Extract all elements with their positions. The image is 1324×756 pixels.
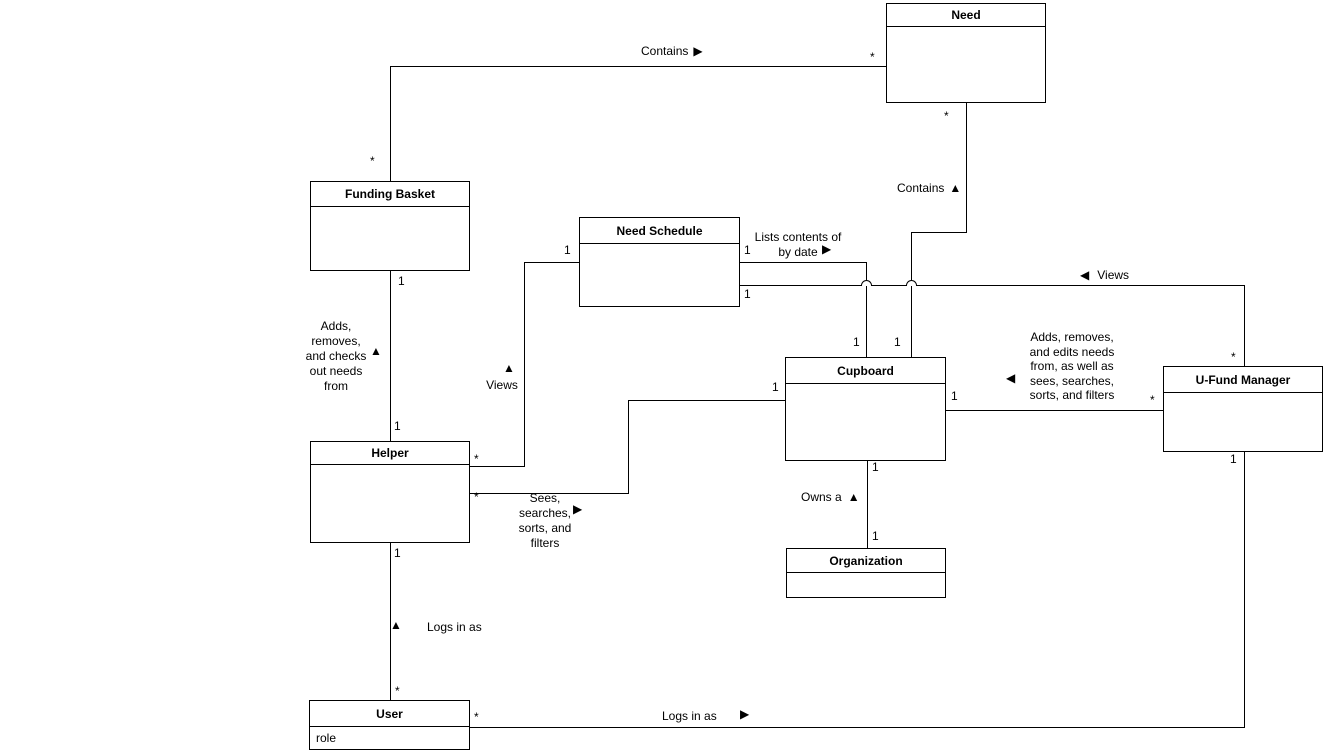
class-funding-basket-title: Funding Basket <box>311 182 469 207</box>
multiplicity: 1 <box>853 335 860 349</box>
label-adds-edits: Adds, removes, and edits needs from, as … <box>1029 330 1115 402</box>
label-owns-a: Owns a ▲ <box>801 490 860 504</box>
label-sees-searches: Sees, searches, sorts, and filters <box>518 491 572 550</box>
multiplicity: 1 <box>1230 452 1237 466</box>
class-need-title: Need <box>887 4 1045 27</box>
edge-funding-basket-need-v[interactable] <box>390 66 391 181</box>
edge-need-schedule-cupboard-v[interactable] <box>866 262 867 357</box>
arrow-up-icon: ▲ <box>503 361 515 375</box>
line-jump-arc <box>906 280 917 286</box>
class-organization[interactable]: Organization <box>786 548 946 598</box>
edge-helper-user-v[interactable] <box>390 543 391 700</box>
edge-need-cupboard-v1[interactable] <box>966 103 967 232</box>
arrow-right-icon: ▶ <box>740 707 750 721</box>
arrow-up-icon: ▲ <box>847 490 860 504</box>
label-adds-removes-checks: Adds, removes, and checks out needs from <box>305 319 367 393</box>
class-user[interactable]: User role <box>309 700 470 750</box>
label-text: Contains <box>641 44 689 58</box>
label-contains-basket-need: Contains ▶ <box>641 44 703 58</box>
label-views-helper: Views <box>486 378 518 392</box>
class-funding-basket[interactable]: Funding Basket <box>310 181 470 271</box>
edge-helper-need-schedule-v[interactable] <box>524 262 525 467</box>
multiplicity: 1 <box>872 529 879 543</box>
edge-helper-need-schedule-h1[interactable] <box>470 466 525 467</box>
arrow-left-icon: ◀ <box>1006 371 1016 385</box>
class-ufund-manager-title: U-Fund Manager <box>1164 367 1322 393</box>
label-logs-in-as-helper: Logs in as <box>427 620 482 634</box>
multiplicity: * <box>395 684 400 698</box>
class-need-schedule-title: Need Schedule <box>580 218 739 244</box>
label-views-ufund: ◀ Views <box>1080 268 1129 282</box>
multiplicity: * <box>1231 350 1236 364</box>
multiplicity: * <box>870 50 875 64</box>
label-lists-contents: Lists contents of by date <box>754 230 842 259</box>
multiplicity: * <box>370 154 375 168</box>
class-ufund-manager[interactable]: U-Fund Manager <box>1163 366 1323 452</box>
edge-helper-need-schedule-h2[interactable] <box>524 262 579 263</box>
multiplicity: 1 <box>398 274 405 288</box>
multiplicity: * <box>944 109 949 123</box>
edge-helper-cupboard-h2[interactable] <box>628 400 785 401</box>
multiplicity: 1 <box>951 389 958 403</box>
edge-helper-cupboard-h1[interactable] <box>470 493 629 494</box>
multiplicity: * <box>474 452 479 466</box>
multiplicity: 1 <box>394 546 401 560</box>
edge-ufund-need-schedule-h[interactable] <box>740 285 1245 286</box>
edge-helper-cupboard-v[interactable] <box>628 400 629 494</box>
arrow-right-icon: ▶ <box>822 242 832 256</box>
edge-funding-basket-helper-v[interactable] <box>390 271 391 441</box>
class-helper[interactable]: Helper <box>310 441 470 543</box>
class-need[interactable]: Need <box>886 3 1046 103</box>
multiplicity: 1 <box>744 287 751 301</box>
arrow-left-icon: ◀ <box>1080 268 1090 282</box>
label-logs-in-as-ufund: Logs in as <box>662 709 717 723</box>
multiplicity: 1 <box>564 243 571 257</box>
class-helper-title: Helper <box>311 442 469 465</box>
class-cupboard-title: Cupboard <box>786 358 945 384</box>
class-need-schedule[interactable]: Need Schedule <box>579 217 740 307</box>
class-user-title: User <box>310 701 469 727</box>
arrow-up-icon: ▲ <box>949 181 962 195</box>
edge-need-cupboard-v2[interactable] <box>911 232 912 357</box>
arrow-right-icon: ▶ <box>693 44 703 58</box>
edge-cupboard-ufund-h[interactable] <box>946 410 1163 411</box>
edge-need-schedule-cupboard-h[interactable] <box>740 262 867 263</box>
edge-cupboard-organization-v[interactable] <box>867 461 868 548</box>
label-text: Contains <box>897 181 945 195</box>
edge-need-cupboard-h[interactable] <box>911 232 967 233</box>
multiplicity: 1 <box>894 335 901 349</box>
multiplicity: 1 <box>394 419 401 433</box>
multiplicity: * <box>1150 393 1155 407</box>
label-contains-cupboard-need: Contains ▲ <box>897 181 961 195</box>
edge-funding-basket-need-h[interactable] <box>390 66 887 67</box>
edge-ufund-need-schedule-v[interactable] <box>1244 285 1245 366</box>
arrow-right-icon: ▶ <box>573 502 583 516</box>
edge-user-ufund-h[interactable] <box>470 727 1245 728</box>
arrow-up-icon: ▲ <box>370 344 382 358</box>
multiplicity: 1 <box>772 380 779 394</box>
multiplicity: 1 <box>872 460 879 474</box>
arrow-up-icon: ▲ <box>390 618 402 632</box>
label-text: Views <box>1097 268 1130 282</box>
label-text: Owns a <box>801 490 842 504</box>
edge-user-ufund-v[interactable] <box>1244 452 1245 728</box>
multiplicity: * <box>474 490 479 504</box>
multiplicity: * <box>474 710 479 724</box>
line-jump-arc <box>861 280 872 286</box>
class-user-attribute-role: role <box>316 731 337 745</box>
class-organization-title: Organization <box>787 549 945 573</box>
multiplicity: 1 <box>744 243 751 257</box>
class-cupboard[interactable]: Cupboard <box>785 357 946 461</box>
